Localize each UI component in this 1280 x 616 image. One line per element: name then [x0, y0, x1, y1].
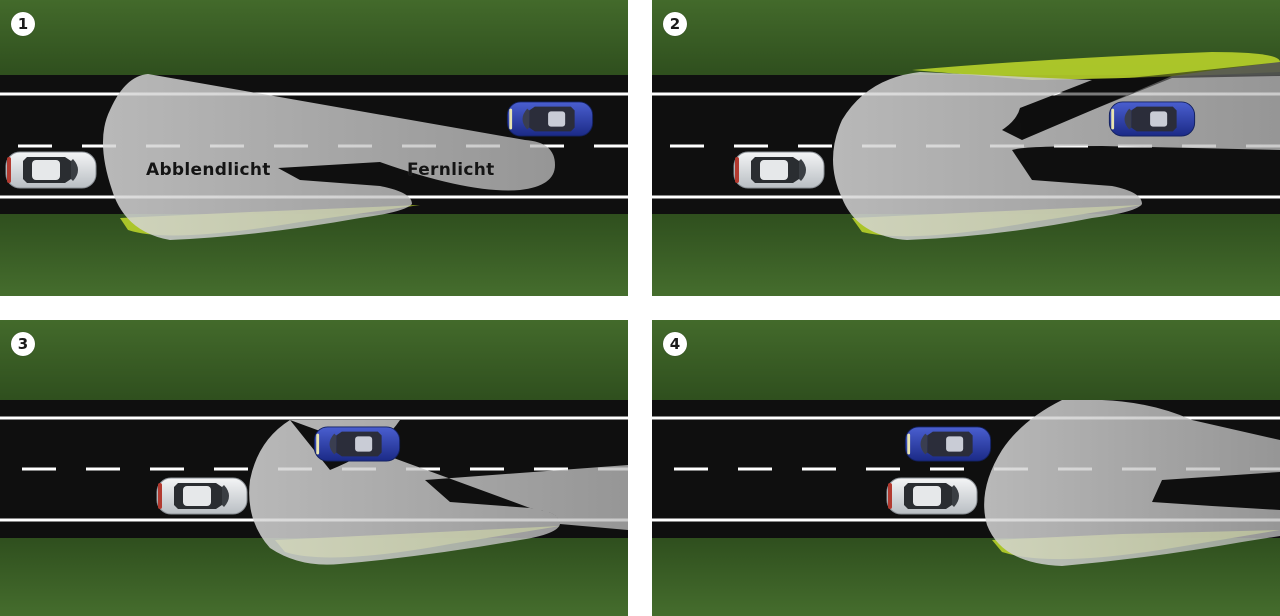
panel-1: 1 Abblendlicht Fernlicht: [0, 0, 628, 296]
panel-3: 3: [0, 320, 628, 616]
low-beam-label: Abblendlicht: [146, 160, 271, 180]
masked-high-beam: [249, 420, 628, 565]
grass-top: [652, 320, 1280, 400]
grass-top: [0, 0, 628, 75]
own-car: [5, 151, 97, 189]
high-beam-label: Fernlicht: [407, 160, 495, 180]
panel-4: 4: [652, 320, 1280, 616]
grass-top: [0, 320, 628, 400]
panel-number-badge: 3: [11, 332, 35, 356]
panel-2: 2: [652, 0, 1280, 296]
passing-car: [904, 426, 992, 462]
panel-number-badge: 2: [663, 12, 687, 36]
panel-1-scene: [0, 0, 628, 296]
own-car: [156, 477, 248, 515]
panel-3-scene: [0, 320, 628, 616]
grass-bottom: [0, 214, 628, 296]
oncoming-car: [1108, 101, 1196, 137]
panel-4-scene: [652, 320, 1280, 616]
panel-2-scene: [652, 0, 1280, 296]
own-car: [733, 151, 825, 189]
high-beam: [984, 400, 1280, 566]
oncoming-car: [506, 101, 594, 137]
oncoming-car: [313, 426, 401, 462]
headlight-beam: [102, 74, 555, 240]
beam-mask-shadow: [1020, 62, 1280, 138]
panel-number-badge: 4: [663, 332, 687, 356]
own-car: [886, 477, 978, 515]
panel-number-badge: 1: [11, 12, 35, 36]
